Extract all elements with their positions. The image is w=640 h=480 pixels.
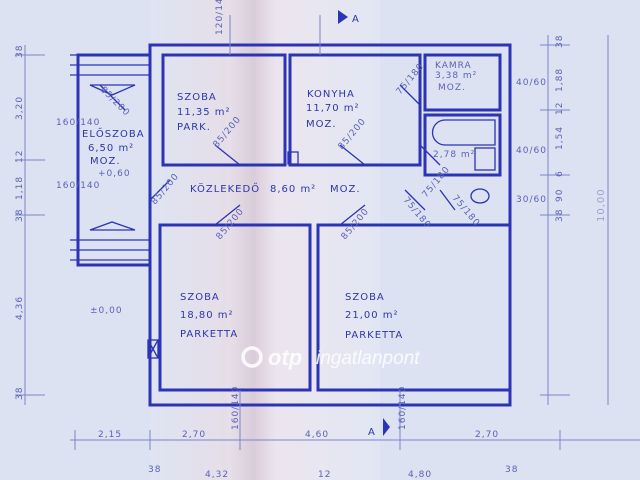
svg-text:38: 38 <box>555 209 565 222</box>
svg-text:38: 38 <box>148 465 161 475</box>
room-eloszoba: ELŐSZOBA 6,50 m² MOZ. +0,60 <box>82 126 145 179</box>
toilet <box>470 188 490 204</box>
svg-text:10,00: 10,00 <box>596 188 607 222</box>
svg-text:12: 12 <box>15 150 25 163</box>
room-furdo-area: 2,78 m² <box>433 150 475 160</box>
svg-text:MOZ.: MOZ. <box>438 83 466 93</box>
svg-text:4,32: 4,32 <box>205 470 229 480</box>
bathtub <box>431 119 496 146</box>
svg-text:120/140: 120/140 <box>215 0 225 35</box>
svg-text:A: A <box>352 14 360 25</box>
svg-text:40/60: 40/60 <box>516 78 547 88</box>
svg-text:4,36: 4,36 <box>15 296 25 320</box>
svg-text:3,20: 3,20 <box>15 96 25 120</box>
svg-text:21,00 m²: 21,00 m² <box>345 310 399 321</box>
room-floor: MOZ. <box>90 156 121 167</box>
window-labels: 120/140 160/140 160/140 160/140 160/140 … <box>56 0 547 430</box>
svg-text:38: 38 <box>15 387 25 400</box>
room-szoba-1: SZOBA 11,35 m² PARK. <box>177 92 231 133</box>
dimension-lines <box>15 15 640 450</box>
svg-text:40/60: 40/60 <box>516 146 547 156</box>
svg-text:38: 38 <box>15 45 25 58</box>
svg-text:KONYHA: KONYHA <box>307 89 355 100</box>
room-area: 6,50 m² <box>88 143 134 154</box>
svg-text:3,38 m²: 3,38 m² <box>435 71 477 81</box>
svg-text:KÖZLEKEDŐ: KÖZLEKEDŐ <box>190 181 260 195</box>
svg-text:90: 90 <box>555 189 565 202</box>
room-kamra: KAMRA 3,38 m² MOZ. <box>435 61 477 93</box>
svg-text:160/140: 160/140 <box>231 386 241 430</box>
svg-text:1,54: 1,54 <box>555 126 565 150</box>
svg-text:PARKETTA: PARKETTA <box>180 329 238 340</box>
svg-text:2,15: 2,15 <box>98 430 122 440</box>
svg-text:SZOBA: SZOBA <box>345 292 385 303</box>
svg-text:12: 12 <box>318 470 331 480</box>
room-konyha: KONYHA 11,70 m² MOZ. <box>306 89 360 130</box>
svg-text:KAMRA: KAMRA <box>435 61 472 71</box>
svg-text:otp: otp <box>268 345 302 370</box>
dims-left: 38 3,20 12 1,18 38 4,36 38 <box>15 45 25 400</box>
sink <box>474 147 496 171</box>
svg-text:38: 38 <box>555 35 565 48</box>
section-mark-top: A <box>338 10 360 25</box>
level-mark: ±0,00 <box>90 306 123 316</box>
svg-text:SZOBA: SZOBA <box>177 92 217 103</box>
svg-text:38: 38 <box>505 465 518 475</box>
svg-text:11,35 m²: 11,35 m² <box>177 107 231 118</box>
svg-text:2,70: 2,70 <box>475 430 499 440</box>
svg-text:160/140: 160/140 <box>398 386 408 430</box>
section-mark-bottom: A <box>368 418 390 438</box>
room-kozlekedo: KÖZLEKEDŐ 8,60 m² MOZ. <box>190 181 361 195</box>
svg-text:PARKETTA: PARKETTA <box>345 330 403 341</box>
svg-text:MOZ.: MOZ. <box>330 184 361 195</box>
door-swings <box>99 84 456 226</box>
svg-text:A: A <box>368 427 376 438</box>
dims-bottom: 2,15 2,70 4,60 2,70 38 4,32 12 4,80 38 <box>98 430 518 480</box>
dims-right: 38 1,88 12 1,54 6 90 38 10,00 <box>555 35 607 222</box>
svg-text:12: 12 <box>555 102 565 115</box>
svg-text:PARK.: PARK. <box>177 122 211 133</box>
svg-text:4,60: 4,60 <box>305 430 329 440</box>
svg-text:8,60 m²: 8,60 m² <box>270 184 316 195</box>
svg-text:1,88: 1,88 <box>555 68 565 92</box>
svg-text:38: 38 <box>15 209 25 222</box>
walls <box>76 43 512 407</box>
room-name: ELŐSZOBA <box>82 126 145 140</box>
stairs <box>70 54 150 261</box>
svg-text:30/60: 30/60 <box>516 195 547 205</box>
room-szoba-2: SZOBA 18,80 m² PARKETTA <box>180 292 238 340</box>
level-mark: +0,60 <box>98 169 131 179</box>
svg-text:2,70: 2,70 <box>182 430 206 440</box>
svg-text:11,70 m²: 11,70 m² <box>306 103 360 114</box>
otp-watermark-logo: otp ingatlanpont <box>241 345 420 370</box>
svg-text:160/140: 160/140 <box>56 181 100 191</box>
svg-text:ingatlanpont: ingatlanpont <box>316 348 420 369</box>
svg-text:6: 6 <box>555 170 565 177</box>
room-szoba-3: SZOBA 21,00 m² PARKETTA <box>345 292 403 341</box>
svg-text:SZOBA: SZOBA <box>180 292 220 303</box>
svg-text:1,18: 1,18 <box>15 176 25 200</box>
svg-text:MOZ.: MOZ. <box>306 119 337 130</box>
svg-text:4,80: 4,80 <box>408 470 432 480</box>
svg-text:18,80 m²: 18,80 m² <box>180 310 234 321</box>
svg-text:160/140: 160/140 <box>56 118 100 128</box>
